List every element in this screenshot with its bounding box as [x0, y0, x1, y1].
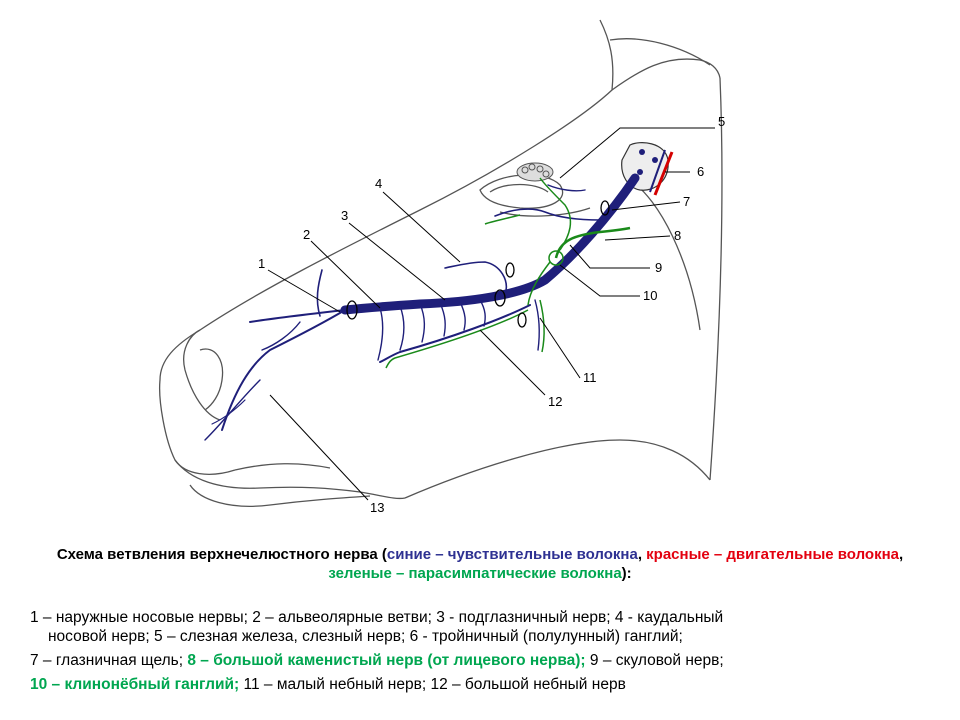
- caption-red: красные – двигательные волокна: [646, 546, 899, 563]
- legend-line2: носовой нерв; 5 – слезная железа, слезны…: [48, 628, 683, 645]
- legend-line4b: 11 – малый небный нерв; 12 – большой неб…: [239, 676, 626, 693]
- caption-green: зеленые – парасимпатические волокна: [328, 565, 622, 582]
- caption-end: ):: [621, 565, 632, 582]
- lacrimal-gland: [516, 162, 554, 182]
- label-3: 3: [341, 208, 348, 223]
- legend-line4a: 10 – клинонёбный ганглий;: [30, 676, 240, 693]
- label-8: 8: [674, 228, 681, 243]
- horse-head-diagram: 1 2 3 4 5 6 7 8 9 10 11 12 13: [159, 19, 725, 515]
- maxillary-nerve: [204, 173, 640, 441]
- caption-sep2: ,: [899, 546, 904, 563]
- label-13: 13: [370, 500, 384, 515]
- legend-para-2: 7 – глазничная щель; 8 – большой каменис…: [30, 651, 930, 670]
- caption-part1: Схема ветвления верхнечелюстного нерва (: [56, 546, 387, 563]
- label-7: 7: [683, 194, 690, 209]
- leader-lines: [267, 127, 715, 501]
- legend: 1 – наружные носовые нервы; 2 – альвеоля…: [30, 608, 930, 699]
- head-outline: [159, 19, 723, 507]
- label-1: 1: [258, 256, 265, 271]
- label-11: 11: [583, 370, 597, 385]
- label-10: 10: [643, 288, 657, 303]
- legend-line3b: 8 – большой каменистый нерв (от лицевого…: [187, 652, 586, 669]
- legend-line3a: 7 – глазничная щель;: [30, 652, 188, 669]
- parasympathetic-fibers: [385, 177, 631, 369]
- label-9: 9: [655, 260, 662, 275]
- label-12: 12: [548, 394, 562, 409]
- diagram-caption: Схема ветвления верхнечелюстного нерва (…: [40, 545, 920, 583]
- legend-line3c: 9 – скуловой нерв;: [585, 652, 724, 669]
- legend-para-3: 10 – клинонёбный ганглий; 11 – малый неб…: [30, 675, 930, 694]
- label-6: 6: [697, 164, 704, 179]
- legend-line1: 1 – наружные носовые нервы; 2 – альвеоля…: [30, 609, 724, 626]
- label-4: 4: [375, 176, 382, 191]
- legend-para-1: 1 – наружные носовые нервы; 2 – альвеоля…: [30, 608, 930, 646]
- foramina: [346, 200, 610, 328]
- number-labels: 1 2 3 4 5 6 7 8 9 10 11 12 13: [258, 114, 725, 515]
- label-2: 2: [303, 227, 310, 242]
- trigeminal-ganglion: [621, 142, 674, 196]
- caption-sep1: ,: [637, 546, 647, 563]
- caption-blue: синие – чувствительные волокна: [386, 546, 638, 563]
- label-5: 5: [718, 114, 725, 129]
